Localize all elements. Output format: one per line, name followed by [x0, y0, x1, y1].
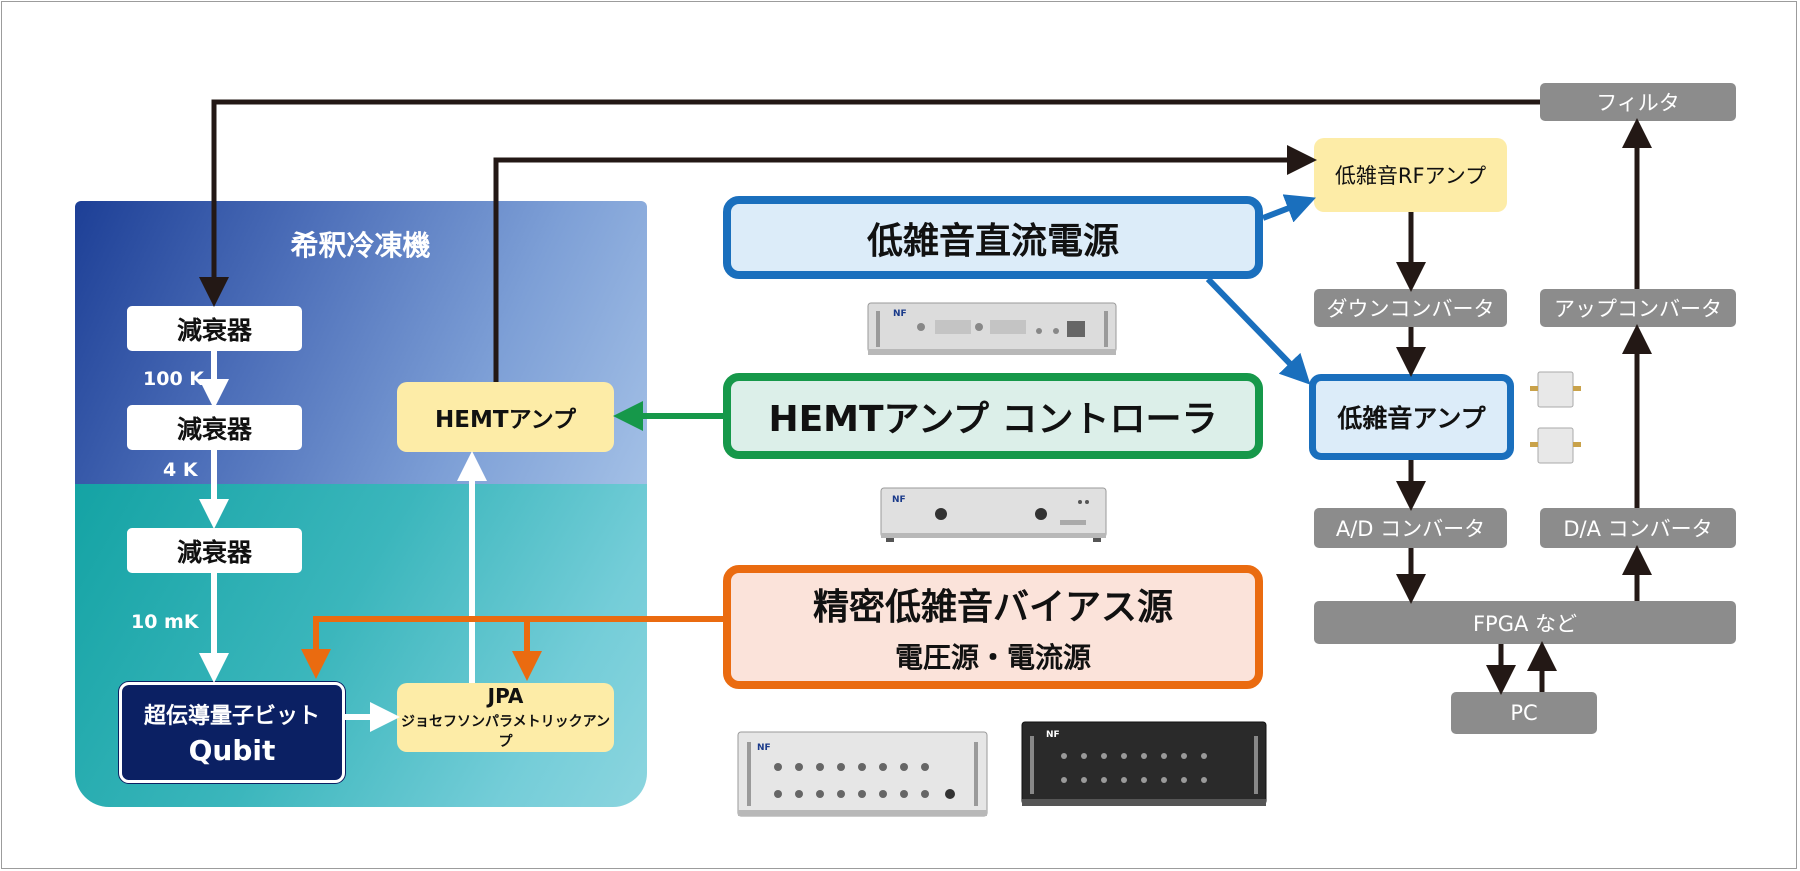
hemt-amp-box: HEMTアンプ: [397, 382, 614, 452]
bias-source-box: 精密低雑音バイアス源 電圧源・電流源: [723, 565, 1263, 689]
hemt-controller-box: HEMTアンプ コントローラ: [723, 373, 1263, 459]
device-logo: NF: [893, 309, 907, 319]
qubit-label-en: Qubit: [188, 734, 276, 767]
temp-label-4k: 4 K: [163, 459, 198, 481]
hemt-controller-device: NF: [880, 487, 1107, 542]
arrow-dc-to-lna: [1205, 276, 1311, 385]
rf-amp-box: 低雑音RFアンプ: [1314, 138, 1507, 212]
jpa-full-name: ジョセフソンパラメトリックアンプ: [400, 714, 611, 750]
current-source-device: NF: [1021, 721, 1267, 806]
voltage-source-device: NF: [737, 731, 988, 817]
attenuator-3: 減衰器: [127, 528, 302, 573]
lna-box: 低雑音アンプ: [1309, 374, 1514, 460]
wire-hemt-to-rf-amp: [493, 145, 1317, 382]
wire-filter-to-attenuator: [199, 99, 1540, 307]
attenuator-2: 減衰器: [127, 405, 302, 450]
up-converter-box: アップコンバータ: [1540, 289, 1736, 327]
qubit-box: 超伝導量子ビット Qubit: [119, 682, 345, 783]
qubit-label-jp: 超伝導量子ビット: [143, 704, 320, 729]
temp-label-10mk: 10 mK: [131, 611, 199, 633]
device-logo: NF: [892, 495, 906, 505]
bias-source-subtitle: 電圧源・電流源: [894, 641, 1091, 674]
dc-power-supply-device: NF: [867, 302, 1117, 355]
temp-label-100k: 100 K: [143, 368, 204, 390]
device-logo: NF: [757, 743, 771, 753]
bias-source-title: 精密低雑音バイアス源: [812, 587, 1173, 628]
filter-box: フィルタ: [1540, 83, 1736, 121]
attenuator-1: 減衰器: [127, 306, 302, 351]
da-converter-box: D/A コンバータ: [1540, 508, 1736, 548]
wire-bias-to-qubit: [301, 616, 723, 679]
pc-box: PC: [1451, 692, 1597, 734]
jpa-label: JPA: [487, 684, 524, 708]
jpa-box: JPA ジョセフソンパラメトリックアンプ: [397, 683, 614, 752]
ad-converter-box: A/D コンバータ: [1314, 508, 1507, 548]
fpga-box: FPGA など: [1314, 601, 1736, 644]
dc-power-supply-box: 低雑音直流電源: [723, 196, 1263, 279]
down-converter-box: ダウンコンバータ: [1314, 289, 1507, 327]
device-logo: NF: [1046, 730, 1060, 740]
lna-module-devices: [1530, 371, 1581, 464]
arrow-dc-to-rf-amp: [1261, 194, 1317, 223]
fridge-title: 希釈冷凍機: [290, 229, 431, 262]
